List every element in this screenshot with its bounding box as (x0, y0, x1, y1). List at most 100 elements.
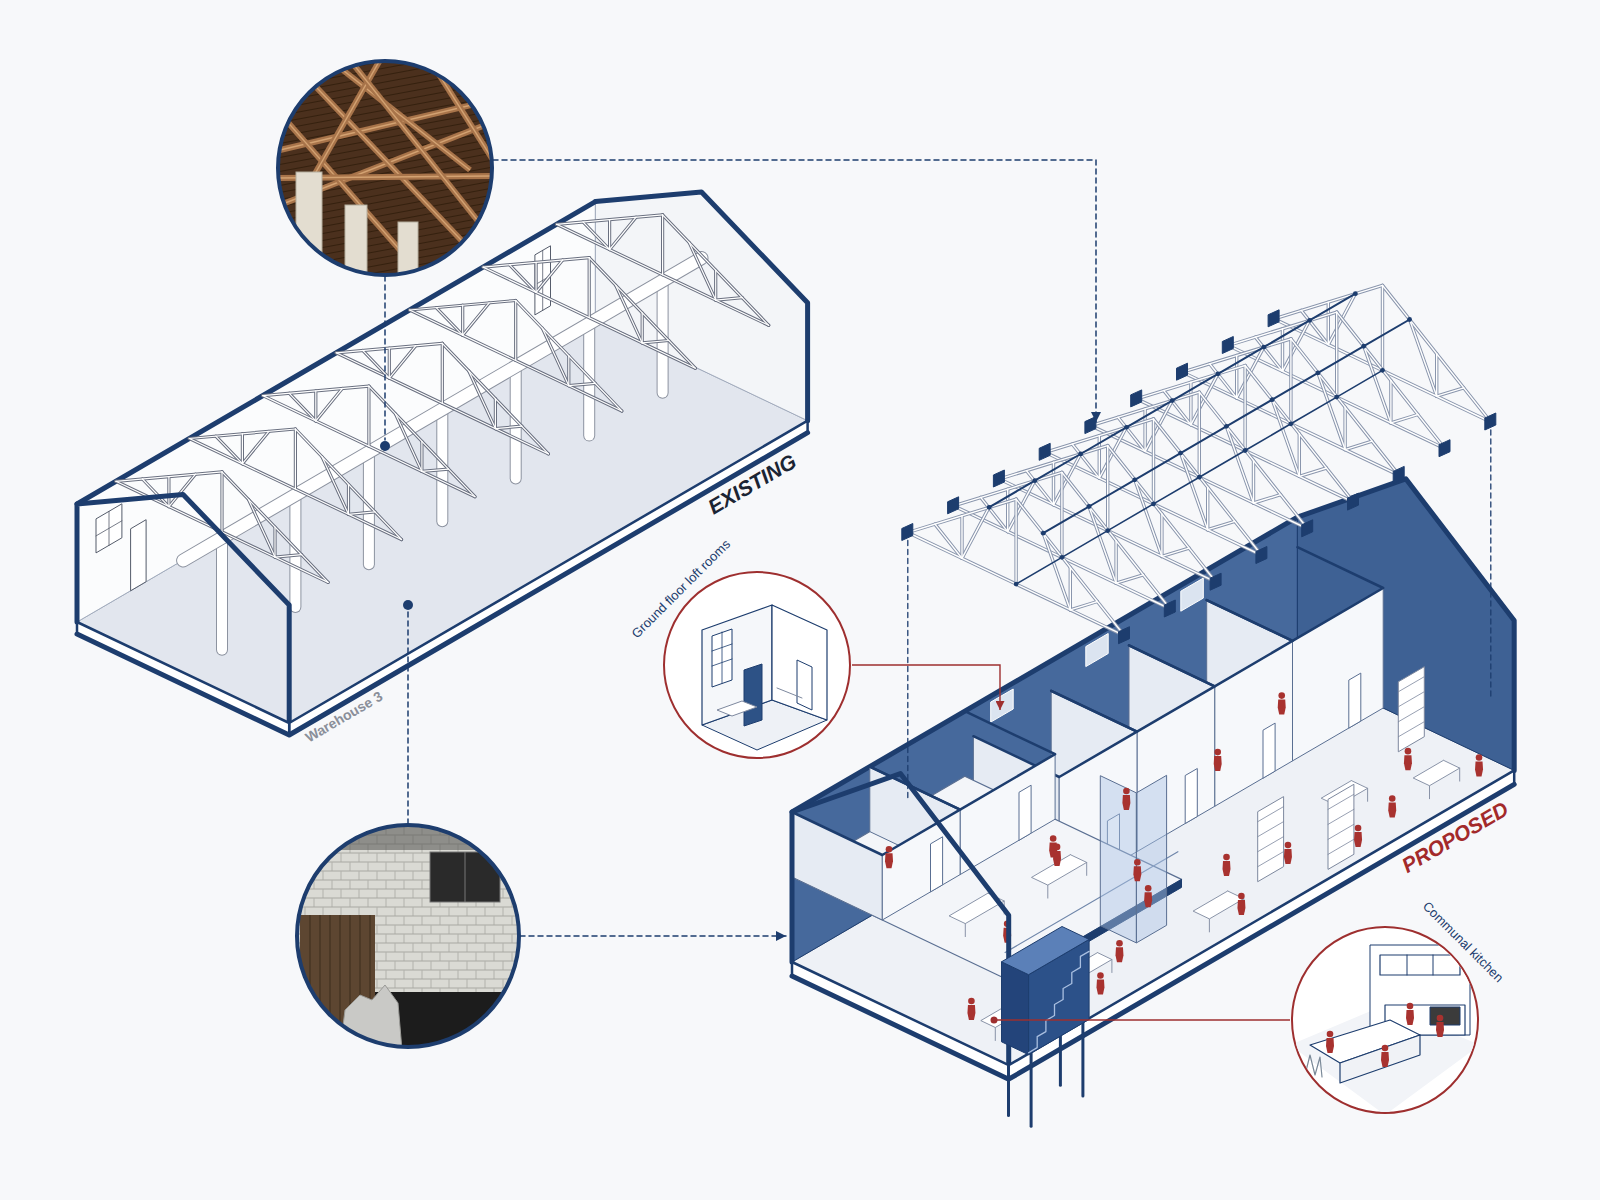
shelving (1258, 797, 1284, 882)
brick-joint (494, 934, 495, 943)
person-figure (885, 846, 893, 868)
brick-joint (305, 997, 306, 1006)
person-figure (1116, 940, 1123, 947)
brick-joint (512, 934, 513, 943)
floor (1290, 1005, 1480, 1115)
brick-joint (296, 898, 297, 907)
roof-truss (442, 343, 548, 454)
roof-truss (516, 301, 622, 412)
shelf (1328, 839, 1354, 854)
roof-truss (1014, 499, 1017, 584)
roof-truss (1390, 380, 1391, 423)
brick-joint (413, 853, 414, 862)
roof-truss (388, 348, 391, 378)
truss-bracket (1039, 443, 1050, 460)
roof-truss (1254, 495, 1281, 503)
truss-tie (1135, 453, 1181, 480)
roof-truss (168, 477, 169, 507)
person-figure (1214, 749, 1221, 756)
brick-joint (404, 970, 405, 979)
person-figure (1354, 825, 1362, 847)
photo-ground (277, 60, 493, 276)
roof-truss (542, 328, 569, 386)
brick-joint (296, 970, 297, 979)
truss-bracket (993, 470, 1004, 487)
brick-joint (431, 925, 432, 934)
table-leg (995, 1028, 996, 1041)
stair-block (1002, 962, 1029, 1055)
brick-joint (305, 1033, 306, 1042)
door-plank (310, 915, 311, 1025)
truss-joint (1197, 475, 1202, 480)
roof-truss (322, 457, 349, 515)
roof-truss (1208, 521, 1235, 529)
brick-course (296, 907, 520, 908)
roof-truss (295, 429, 401, 540)
brick-joint (332, 880, 333, 889)
brick-joint (323, 835, 324, 844)
table-leg (1429, 786, 1430, 799)
roof-truss (1381, 285, 1384, 370)
brick-joint (323, 871, 324, 880)
beam (183, 258, 701, 560)
table-leg (1209, 919, 1210, 932)
roof-truss (515, 301, 516, 361)
roof-truss (589, 258, 695, 369)
roof-truss (389, 346, 416, 378)
roof-truss (322, 457, 349, 515)
roof-truss (1345, 441, 1372, 449)
roof-truss (442, 343, 548, 454)
roof-truss (363, 350, 390, 378)
truss-tie (989, 481, 1035, 508)
brick-joint (422, 862, 423, 871)
panel (744, 664, 762, 726)
plank (277, 279, 493, 319)
window-bar (465, 852, 466, 902)
person-figure (1355, 825, 1362, 832)
truss-joint (1014, 582, 1019, 587)
roof-truss (510, 265, 536, 293)
person-figure (1285, 842, 1292, 849)
roof-truss (289, 393, 316, 421)
roof-truss (348, 484, 349, 514)
brick-joint (422, 898, 423, 907)
brick-joint (341, 835, 342, 844)
brick-joint (404, 934, 405, 943)
dashed-leader (384, 276, 386, 440)
brick-joint (386, 862, 387, 871)
roof-truss (716, 298, 743, 300)
roof-truss (1274, 319, 1491, 422)
brick-joint (359, 889, 360, 898)
brick-joint (296, 1006, 297, 1015)
brick-joint (314, 1042, 315, 1051)
brick-joint (341, 1033, 342, 1042)
roof-truss (295, 429, 296, 489)
person-figure (1284, 849, 1292, 864)
truss-tie (1245, 424, 1291, 451)
brick-joint (494, 826, 495, 835)
roof-truss (242, 431, 269, 463)
roof-truss (1106, 446, 1109, 531)
person-figure (1145, 885, 1152, 892)
door (1263, 723, 1275, 778)
brick-joint (359, 871, 360, 880)
glass-lift-shaft (1136, 775, 1166, 943)
wall-top (1129, 600, 1293, 686)
person-figure (1327, 1031, 1334, 1038)
brick-joint (395, 907, 396, 916)
roof-truss (715, 270, 716, 300)
truss-bracket (1164, 600, 1175, 617)
roof-truss (1291, 339, 1399, 476)
person-figure (1223, 854, 1230, 861)
roof-truss (1254, 495, 1281, 503)
roof-truss (1364, 346, 1391, 423)
roof-truss (608, 220, 611, 250)
person-figure (1354, 832, 1362, 847)
truss-joint (1407, 317, 1412, 322)
brick-joint (503, 961, 504, 970)
brick-joint (314, 1024, 315, 1033)
callout-shape (1290, 925, 1480, 1115)
brick-joint (404, 880, 405, 889)
truss-bracket (1439, 440, 1450, 457)
